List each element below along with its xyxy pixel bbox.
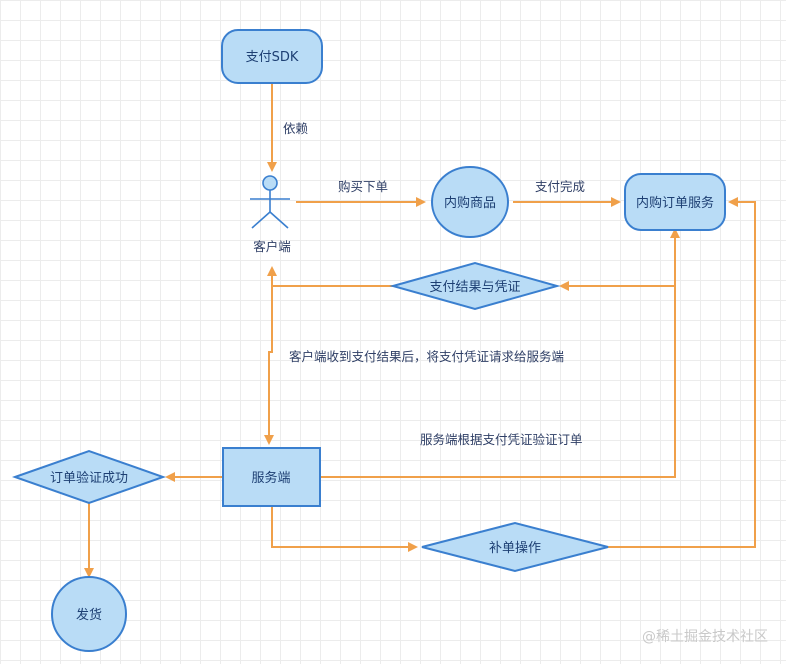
node-label-reorder-operation: 补单操作 bbox=[489, 540, 541, 556]
actor-icon bbox=[250, 175, 290, 229]
node-label-pay-sdk: 支付SDK bbox=[246, 50, 299, 65]
node-label-in-app-order-service: 内购订单服务 bbox=[636, 195, 714, 211]
edge-client-to-server bbox=[264, 286, 274, 445]
edge-label-client-send-voucher: 客户端收到支付结果后，将支付凭证请求给服务端 bbox=[289, 349, 564, 364]
node-order-verified: 订单验证成功 bbox=[11, 449, 167, 505]
node-in-app-product: 内购商品 bbox=[431, 166, 509, 238]
edge-server-to-reorder bbox=[271, 507, 418, 552]
edge-label-pay-done: 支付完成 bbox=[535, 179, 585, 194]
node-label-ship: 发货 bbox=[76, 607, 102, 623]
watermark-text: @稀土掘金技术社区 bbox=[642, 629, 768, 645]
node-server: 服务端 bbox=[222, 447, 321, 507]
edge-reorder-to-order-service bbox=[608, 197, 756, 548]
node-pay-result-voucher: 支付结果与凭证 bbox=[389, 261, 561, 311]
node-label-client: 客户端 bbox=[253, 239, 291, 254]
edge-label-server-verify: 服务端根据支付凭证验证订单 bbox=[420, 432, 583, 447]
node-in-app-order-service: 内购订单服务 bbox=[624, 173, 726, 231]
edge-result-to-client bbox=[267, 266, 393, 287]
node-label-server: 服务端 bbox=[251, 470, 290, 486]
node-client: 客户端 bbox=[250, 175, 291, 254]
node-label-order-verified: 订单验证成功 bbox=[50, 470, 128, 486]
edge-labels: 依赖 购买下单 支付完成 客户端收到支付结果后，将支付凭证请求给服务端 服务端根… bbox=[283, 121, 585, 447]
node-ship: 发货 bbox=[51, 576, 127, 652]
edge-order-service-to-result bbox=[559, 231, 676, 291]
edge-label-purchase: 购买下单 bbox=[338, 179, 388, 194]
edge-server-to-order-service bbox=[320, 228, 680, 478]
node-reorder-operation: 补单操作 bbox=[421, 521, 609, 573]
node-label-in-app-product: 内购商品 bbox=[444, 195, 496, 211]
node-label-pay-result-voucher: 支付结果与凭证 bbox=[429, 280, 520, 295]
node-pay-sdk: 支付SDK bbox=[221, 29, 323, 84]
edge-label-depends: 依赖 bbox=[283, 121, 309, 136]
edges bbox=[84, 83, 756, 578]
